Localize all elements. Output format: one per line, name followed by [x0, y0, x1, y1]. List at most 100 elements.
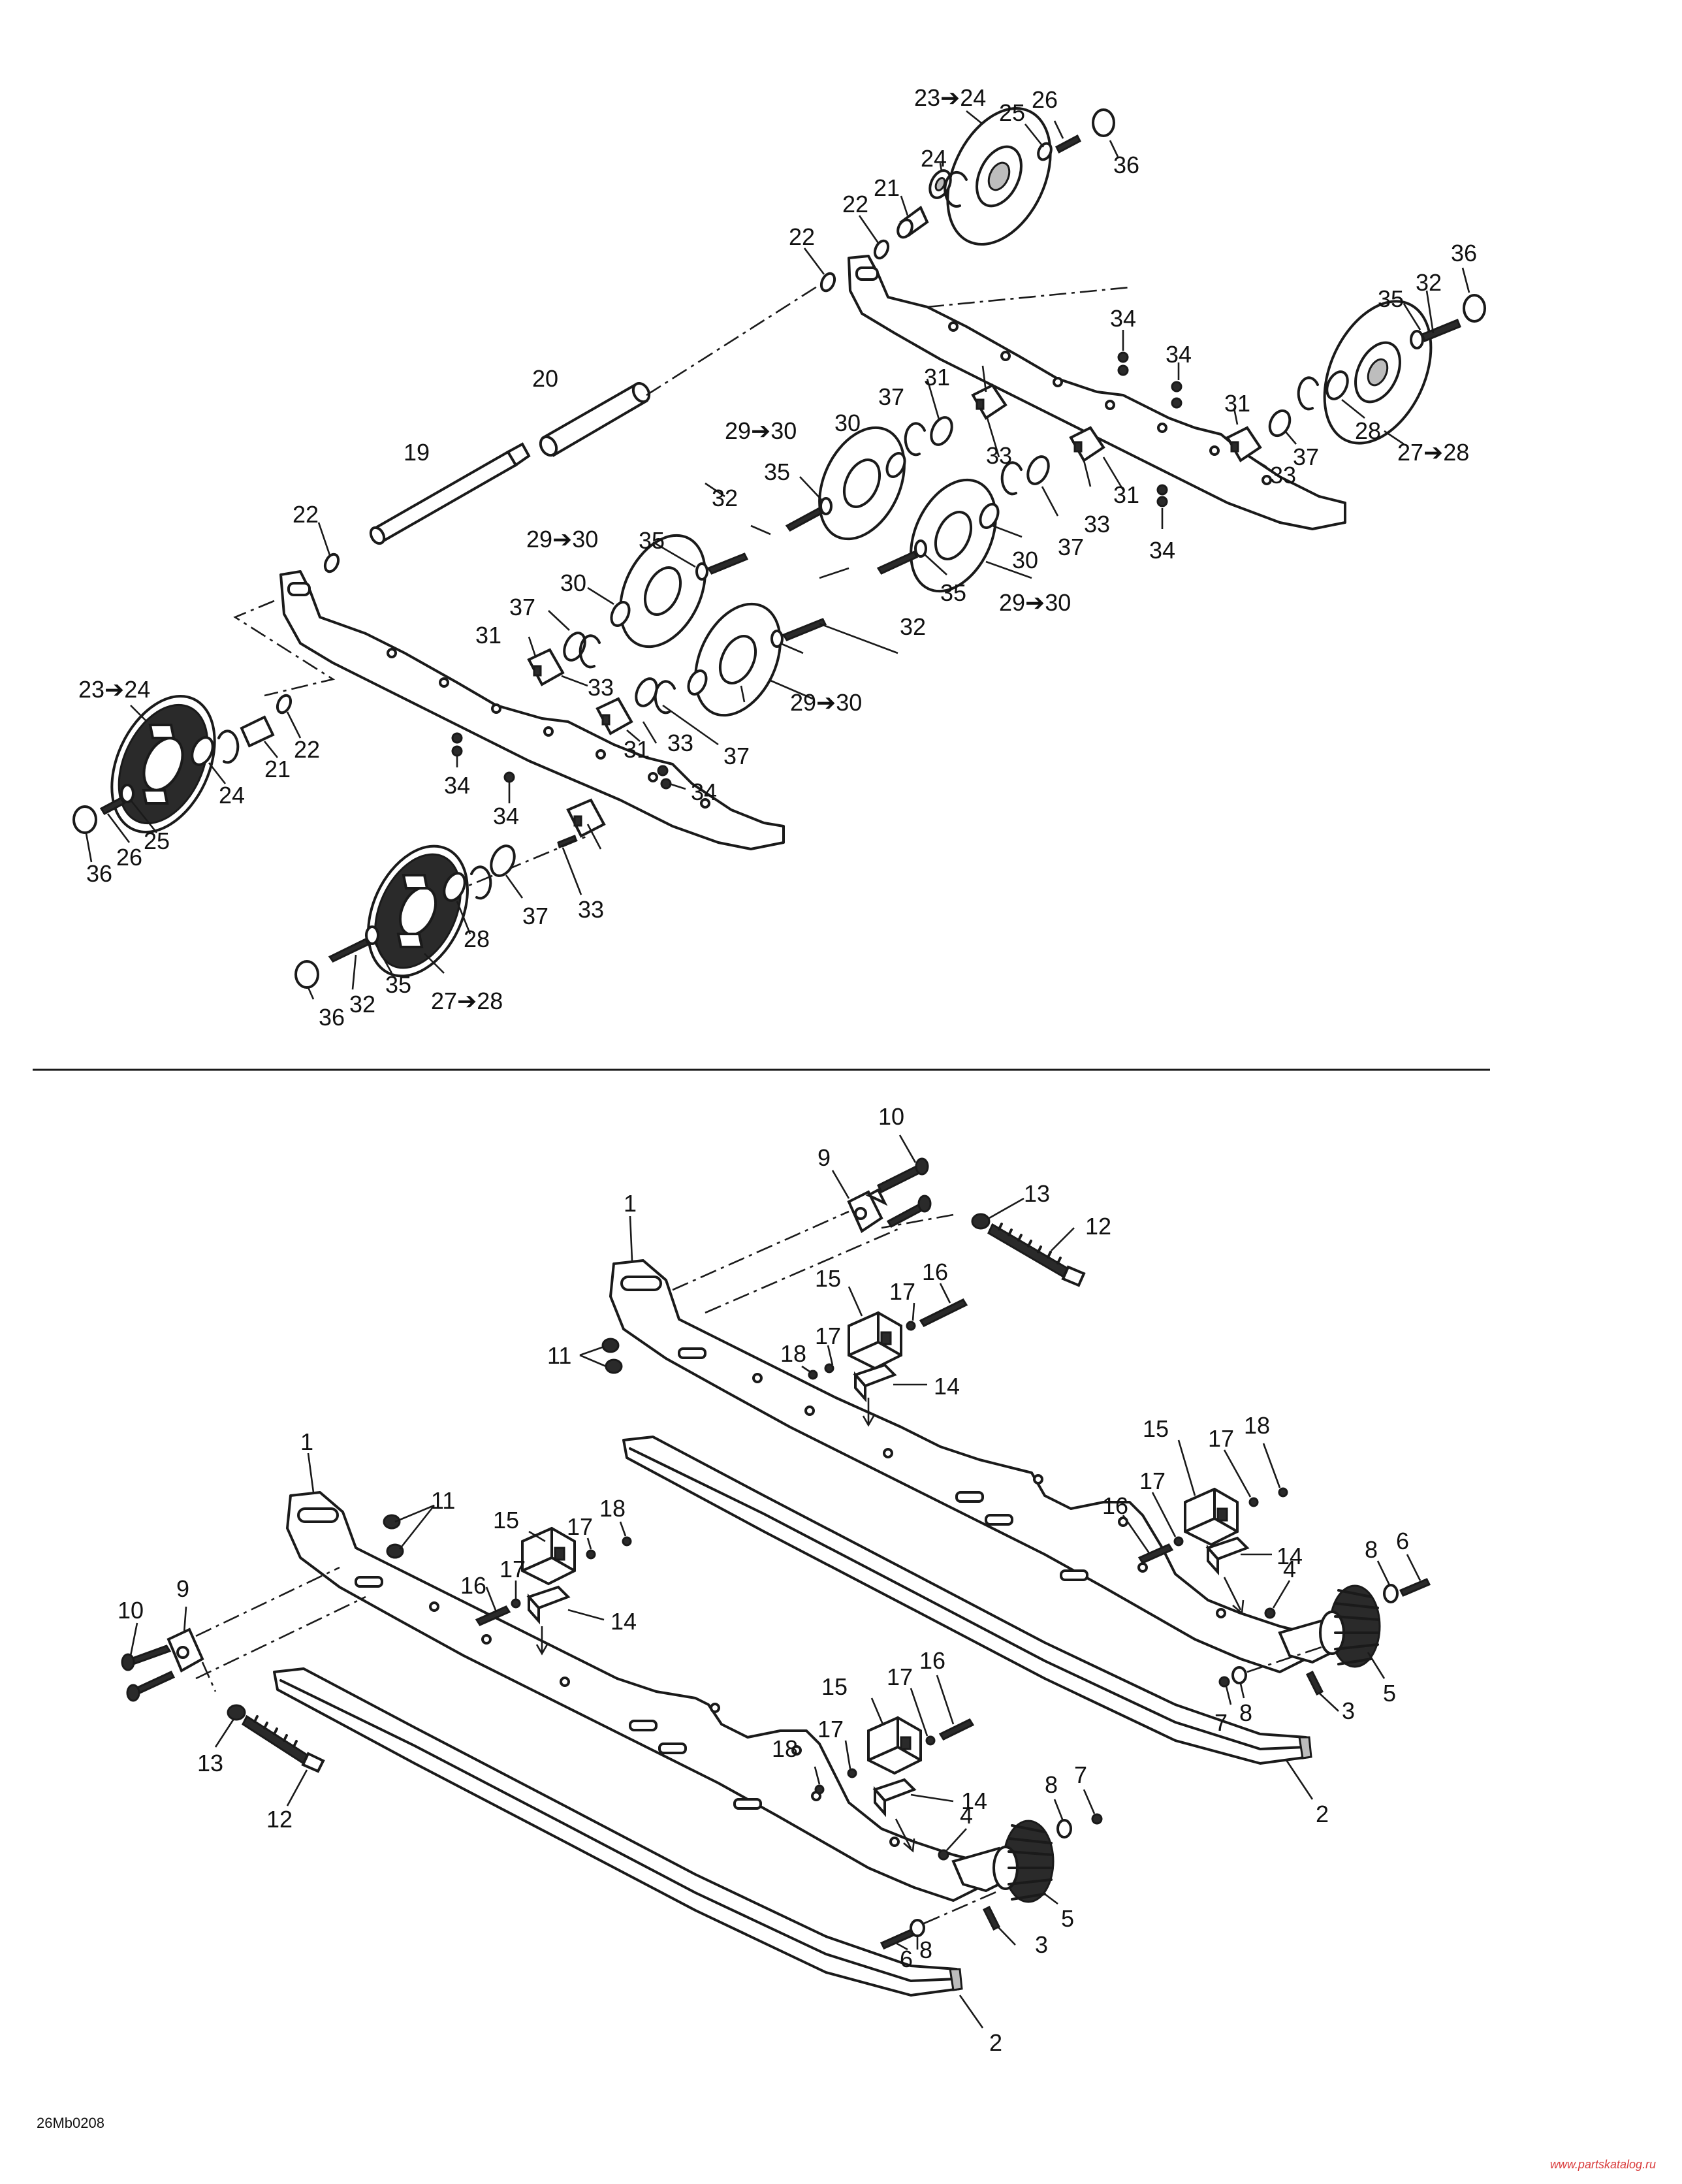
callout: 17 — [815, 1323, 841, 1349]
axis-line-right-frame — [927, 286, 1130, 308]
circlip-l2 — [654, 680, 676, 715]
wheel-29-center-2 — [910, 478, 997, 593]
axle-holder-31-r3 — [1226, 426, 1262, 462]
bolt-16-top — [919, 1298, 968, 1327]
washer-35-c3 — [695, 562, 708, 581]
figure-reference-code: 26Mb0208 — [37, 2115, 104, 2131]
callout: 5 — [1061, 1905, 1074, 1932]
nut-4-mid — [938, 1849, 949, 1861]
callout: 31 — [475, 622, 501, 649]
callout: 8 — [1045, 1771, 1058, 1798]
callout: 32 — [900, 613, 926, 640]
slider-block-15-right — [1184, 1487, 1239, 1547]
callout: 37 — [723, 743, 750, 769]
callout: 25 — [999, 99, 1025, 126]
callout: 37 — [1293, 443, 1319, 470]
callout: 8 — [1365, 1536, 1378, 1563]
idler-wheel-left — [110, 695, 216, 833]
end-roller-5-mid — [992, 1820, 1055, 1903]
nut-18-mid — [814, 1784, 825, 1795]
cap-36-top — [1092, 108, 1115, 137]
callout: 34 — [493, 803, 519, 829]
nut-11-left-a — [383, 1514, 401, 1530]
bearing-30-c1 — [885, 452, 906, 478]
bolt-10-top-a — [876, 1164, 923, 1194]
callout: 33 — [1270, 462, 1296, 489]
callout: 17 — [817, 1716, 844, 1742]
callout: 31 — [1113, 481, 1139, 508]
callout: 17 — [889, 1278, 915, 1305]
callout: 19 — [404, 439, 430, 466]
callout: 28 — [1355, 417, 1381, 444]
callout: 8 — [1239, 1699, 1252, 1726]
callout: 14 — [611, 1608, 637, 1635]
callout: 28 — [464, 925, 490, 952]
wheel-29-center-4 — [694, 602, 782, 717]
callout: 17 — [500, 1556, 526, 1582]
callout: 15 — [821, 1673, 848, 1700]
bearing-30-c2 — [979, 503, 1000, 529]
bolt-32-c3 — [706, 553, 749, 575]
cap-36-left — [72, 805, 97, 834]
callout: 31 — [624, 736, 650, 763]
washer-8-mid-top — [1056, 1819, 1072, 1839]
callout: 17 — [1139, 1468, 1166, 1494]
bearing-30-c3 — [610, 601, 631, 627]
callout: 37 — [522, 903, 548, 929]
axis-line-upper — [646, 281, 825, 396]
axle-holder-31-l1 — [527, 648, 565, 686]
callout: 34 — [1149, 537, 1175, 564]
idler-wheel-top — [946, 107, 1052, 246]
callout: 27➔28 — [1397, 439, 1469, 466]
callout: 26 — [1032, 86, 1058, 113]
callouts-upper: 23➔24 25 26 36 24 21 22 22 20 19 22 36 3… — [78, 84, 1477, 1031]
washer-25-top — [1037, 142, 1053, 161]
washer-35-bottom — [365, 925, 379, 945]
nut-18-left — [622, 1536, 632, 1547]
callout: 34 — [691, 779, 717, 805]
bolt-12-left — [242, 1714, 325, 1773]
callout: 35 — [1378, 285, 1404, 312]
circlip-top — [944, 170, 968, 208]
washer-22-left — [276, 694, 293, 715]
axis-line-left-frame — [233, 600, 336, 697]
callout: 37 — [1058, 534, 1084, 560]
bearing-37-l1 — [563, 632, 586, 662]
bolt-32-c2 — [876, 551, 919, 575]
callout: 36 — [1113, 152, 1139, 178]
arrow-mid-block — [895, 1818, 915, 1853]
callout: 25 — [144, 827, 170, 854]
washer-17-top — [906, 1321, 916, 1331]
callout: 32 — [1416, 269, 1442, 296]
callout: 33 — [578, 896, 604, 923]
washer-8-right-top — [1383, 1584, 1399, 1603]
callout: 23➔24 — [914, 84, 986, 111]
callout: 35 — [639, 527, 665, 554]
callout: 12 — [1085, 1213, 1111, 1240]
axle-holder-31-l2 — [595, 697, 633, 735]
callout: 2 — [1316, 1801, 1329, 1827]
callout: 34 — [1166, 341, 1192, 368]
callout: 33 — [986, 442, 1012, 469]
callout: 9 — [176, 1575, 189, 1602]
bolt-32-c1 — [785, 506, 823, 532]
callout: 31 — [1224, 390, 1250, 417]
bolt-12-top — [987, 1223, 1086, 1287]
screw-3-right — [1305, 1670, 1324, 1696]
axis-line-lower-top — [672, 1210, 954, 1314]
callout: 22 — [842, 191, 868, 217]
callout: 3 — [1035, 1931, 1048, 1958]
callout: 18 — [772, 1735, 798, 1762]
wheel-27-bottom — [367, 844, 469, 978]
bolt-head-10-left-a — [121, 1653, 135, 1671]
callout: 1 — [624, 1190, 637, 1217]
callout: 33 — [667, 730, 693, 756]
callout: 16 — [922, 1259, 948, 1285]
bolt-10-left-b — [134, 1671, 176, 1695]
washer-37-bottom — [490, 844, 516, 877]
callout: 35 — [764, 458, 790, 485]
nut-11-top-b — [605, 1358, 623, 1374]
washer-17-left — [586, 1549, 596, 1560]
callout: 32 — [349, 991, 375, 1018]
washer-22-top-b — [819, 272, 836, 293]
